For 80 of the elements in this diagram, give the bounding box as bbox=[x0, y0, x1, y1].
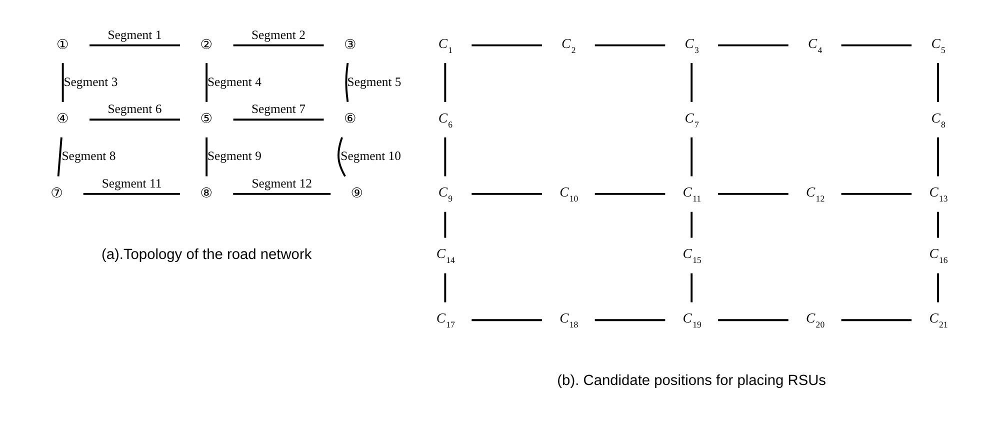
connector bbox=[345, 62, 349, 102]
edge-label: Segment 11 bbox=[102, 176, 162, 190]
node-text: C$_{2}$ bbox=[562, 36, 576, 55]
connector bbox=[594, 319, 666, 322]
node-text: ③ bbox=[344, 36, 356, 53]
node-text: C$_{18}$ bbox=[560, 310, 578, 330]
node-text: C$_{3}$ bbox=[684, 36, 699, 55]
node-text: ② bbox=[200, 36, 213, 53]
connector bbox=[83, 192, 180, 195]
edge-label: Segment 8 bbox=[62, 149, 116, 164]
node-text: C$_{10}$ bbox=[560, 184, 578, 204]
node-text: C$_{11}$ bbox=[682, 184, 702, 204]
edge-label: Segment 7 bbox=[251, 102, 306, 116]
node-text: C$_{21}$ bbox=[929, 310, 948, 330]
connector bbox=[444, 212, 446, 238]
connector bbox=[472, 44, 542, 46]
connector bbox=[206, 137, 208, 176]
node-text: C$_{12}$ bbox=[806, 184, 825, 204]
connector bbox=[718, 192, 788, 195]
edge-label: Segment 5 bbox=[347, 74, 402, 89]
connector bbox=[718, 44, 788, 46]
node-text: C$_{7}$ bbox=[684, 110, 699, 130]
connector bbox=[594, 44, 666, 46]
node-text: ① bbox=[56, 36, 69, 53]
node-text: C$_{6}$ bbox=[438, 110, 453, 130]
connector bbox=[444, 273, 446, 302]
node-text: C$_{17}$ bbox=[436, 310, 455, 330]
edge-label: Segment 6 bbox=[108, 102, 162, 116]
connector bbox=[690, 273, 693, 302]
node-text: C$_{14}$ bbox=[436, 246, 455, 266]
edge-label: Segment 9 bbox=[207, 149, 262, 164]
connector bbox=[690, 212, 693, 238]
edge-label: Segment 2 bbox=[251, 28, 306, 42]
connector bbox=[594, 192, 666, 195]
connector bbox=[444, 137, 446, 176]
edge-label: Segment 4 bbox=[207, 74, 262, 89]
connector bbox=[62, 63, 64, 102]
node-text: C$_{9}$ bbox=[438, 184, 453, 204]
connector bbox=[90, 44, 180, 46]
connector bbox=[937, 212, 940, 238]
connector bbox=[718, 319, 788, 322]
node-text: C$_{19}$ bbox=[682, 310, 702, 330]
node-text: ⑧ bbox=[200, 186, 213, 202]
node-text: C$_{4}$ bbox=[808, 36, 822, 55]
connector bbox=[338, 137, 346, 177]
connector bbox=[472, 192, 542, 195]
edge-label: Segment 1 bbox=[108, 28, 162, 42]
label: (a).Topology of the road network bbox=[101, 246, 312, 263]
connector bbox=[233, 118, 324, 121]
node-text: C$_{13}$ bbox=[929, 184, 948, 204]
connector bbox=[444, 63, 446, 102]
connector bbox=[233, 192, 331, 195]
connector bbox=[841, 319, 912, 322]
edge-label: Segment 10 bbox=[340, 149, 402, 164]
connector bbox=[233, 44, 324, 46]
connector bbox=[206, 63, 208, 102]
node-text: C$_{1}$ bbox=[438, 36, 453, 55]
node-text: ⑥ bbox=[344, 111, 356, 128]
node-text: ⑨ bbox=[350, 186, 364, 202]
connector bbox=[937, 63, 940, 102]
node-text: ⑦ bbox=[50, 186, 63, 202]
node-text: C$_{15}$ bbox=[682, 246, 702, 266]
connector bbox=[841, 44, 912, 46]
connector bbox=[690, 63, 693, 102]
node-text: ④ bbox=[56, 111, 69, 128]
label: (b). Candidate positions for placing RSUs bbox=[557, 373, 826, 390]
connector bbox=[690, 137, 693, 176]
connector bbox=[937, 273, 940, 302]
node-text: C$_{5}$ bbox=[931, 36, 946, 55]
connector bbox=[90, 118, 180, 121]
node-text: ⑤ bbox=[200, 111, 213, 128]
edge-label: Segment 12 bbox=[252, 176, 312, 190]
node-text: C$_{20}$ bbox=[806, 310, 825, 330]
connector bbox=[472, 319, 542, 322]
connector bbox=[841, 192, 912, 195]
connector bbox=[57, 137, 62, 176]
edge-label: Segment 3 bbox=[64, 74, 118, 89]
connector bbox=[937, 137, 940, 176]
node-text: C$_{16}$ bbox=[929, 246, 948, 266]
node-text: C$_{8}$ bbox=[931, 110, 946, 130]
